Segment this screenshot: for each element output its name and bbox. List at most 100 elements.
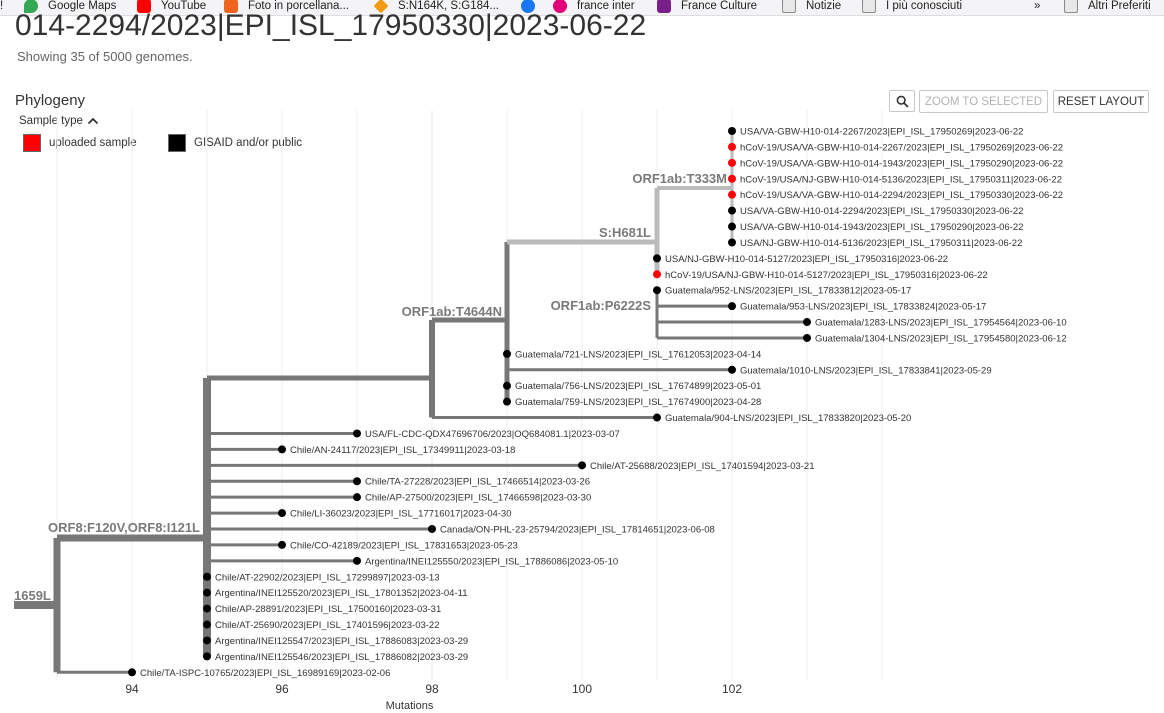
bookmark-label: france inter — [577, 0, 635, 12]
tip-label: Chile/AN-24117/2023|EPI_ISL_17349911|202… — [290, 445, 515, 456]
folder-icon — [862, 0, 876, 13]
tip-label: Chile/AT-25690/2023|EPI_ISL_17401596|202… — [215, 620, 440, 631]
legend-toggle[interactable]: Sample type — [19, 115, 99, 127]
branch-label: S:H681L — [599, 225, 651, 240]
bookmark-google-maps[interactable]: Google Maps — [24, 0, 116, 14]
page-title: 014-2294/2023|EPI_ISL_17950330|2023-06-2… — [15, 9, 647, 42]
bookmark-spike-mutations[interactable]: S:N164K, S:G184... — [373, 0, 500, 14]
tip-label: USA/VA-GBW-H10-014-2267/2023|EPI_ISL_179… — [740, 127, 1023, 138]
phylogeny-tree[interactable]: USA/VA-GBW-H10-014-2267/2023|EPI_ISL_179… — [0, 110, 1164, 713]
tip-label: USA/VA-GBW-H10-014-1943/2023|EPI_ISL_179… — [740, 222, 1023, 233]
chevron-up-icon — [87, 117, 99, 125]
tip-label: Guatemala/759-LNS/2023|EPI_ISL_17674900|… — [515, 397, 761, 408]
phylogeny-title: Phylogeny — [15, 92, 86, 109]
bookmarks-overflow-button[interactable]: » — [1034, 0, 1040, 14]
axis-tick-label: 98 — [425, 682, 439, 696]
tip-node — [203, 636, 211, 645]
facebook-icon — [521, 0, 535, 13]
bookmark-label: S:N164K, S:G184... — [398, 0, 500, 12]
tip-label: Guatemala/953-LNS/2023|EPI_ISL_17833824|… — [740, 302, 986, 313]
bookmark-label: Foto in porcellana... — [248, 0, 350, 12]
tip-label: Chile/TA-ISPC-10765/2023|EPI_ISL_1698916… — [140, 668, 390, 679]
tip-label: Guatemala/756-LNS/2023|EPI_ISL_17674899|… — [515, 381, 761, 392]
branch-label: ORF8:F120V,ORF8:I121L — [48, 520, 200, 535]
tip-label: USA/FL-CDC-QDX47696706/2023|OQ684081.1|2… — [365, 429, 620, 440]
tip-node — [728, 142, 736, 151]
bookmark-youtube[interactable]: YouTube — [137, 0, 206, 14]
branch-label: ORF1ab:T333M — [632, 171, 727, 186]
bookmark-folder-altri-preferiti[interactable]: Altri Preferiti — [1064, 0, 1151, 14]
tip-label: Guatemala/721-LNS/2023|EPI_ISL_17612053|… — [515, 349, 761, 360]
axis-tick-label: 96 — [275, 682, 289, 696]
tip-node — [203, 604, 211, 613]
tip-node — [653, 286, 661, 295]
zoom-to-selected-button[interactable]: ZOOM TO SELECTED — [919, 90, 1048, 113]
bookmark-folder-piu-conosciuti[interactable]: I più conosciuti — [862, 0, 962, 14]
tip-node — [503, 381, 511, 390]
legend-swatch — [23, 134, 41, 152]
youtube-icon — [137, 0, 151, 13]
tip-node — [203, 572, 211, 581]
tip-node — [728, 158, 736, 167]
etsy-icon — [224, 0, 238, 13]
tip-node — [728, 174, 736, 183]
tip-node — [728, 302, 736, 311]
tip-node — [728, 127, 736, 135]
bookmark-folder-notizie[interactable]: Notizie — [782, 0, 841, 14]
tip-node — [728, 190, 736, 199]
google-maps-icon — [24, 0, 38, 13]
tip-label: Canada/ON-PHL-23-25794/2023|EPI_ISL_1781… — [440, 525, 715, 536]
legend-title: Sample type — [19, 115, 83, 127]
axis-tick-label: 100 — [572, 682, 592, 696]
bookmark-france-culture[interactable]: France Culture — [657, 0, 757, 14]
tip-node — [803, 333, 811, 342]
tip-node — [353, 429, 361, 438]
bookmark-france-inter[interactable]: france inter — [553, 0, 635, 14]
tip-label: Chile/AT-25688/2023|EPI_ISL_17401594|202… — [590, 461, 815, 472]
tip-node — [578, 461, 586, 470]
tip-node — [353, 477, 361, 486]
tip-label: USA/VA-GBW-H10-014-2294/2023|EPI_ISL_179… — [740, 206, 1023, 217]
tip-node — [503, 397, 511, 406]
tip-node — [278, 509, 286, 518]
legend-label: uploaded sample — [49, 137, 137, 149]
tip-label: Chile/AP-27500/2023|EPI_ISL_17466598|202… — [365, 493, 591, 504]
tip-label: Chile/AT-22902/2023|EPI_ISL_17299897|202… — [215, 572, 440, 583]
tip-node — [653, 413, 661, 422]
folder-icon — [782, 0, 796, 13]
bookmark-label: ! — [0, 0, 4, 12]
tip-node — [653, 270, 661, 279]
tip-label: hCoV-19/USA/VA-GBW-H10-014-1943/2023|EPI… — [740, 158, 1063, 169]
bookmark-facebook[interactable] — [521, 0, 545, 14]
reset-layout-button[interactable]: RESET LAYOUT — [1053, 90, 1149, 113]
branch-label: ORF1ab:T4644N — [402, 304, 502, 319]
bookmark-foto-porcellana[interactable]: Foto in porcellana... — [224, 0, 349, 14]
tip-node — [278, 445, 286, 454]
axis-tick-label: 102 — [722, 682, 742, 696]
tip-label: Chile/AP-28891/2023|EPI_ISL_17500160|202… — [215, 604, 441, 615]
tip-node — [278, 540, 286, 549]
search-button[interactable] — [889, 90, 915, 112]
tip-node — [353, 556, 361, 565]
tip-node — [728, 206, 736, 215]
tip-node — [803, 318, 811, 327]
bookmark-overflow-left[interactable]: ! — [0, 0, 3, 14]
tip-label: Chile/CO-42189/2023|EPI_ISL_17831653|202… — [290, 540, 518, 551]
legend-item-uploaded[interactable]: uploaded sample — [23, 134, 137, 152]
tip-label: Argentina/INEI125520/2023|EPI_ISL_178013… — [215, 588, 468, 599]
tip-node — [728, 365, 736, 374]
tip-label: USA/NJ-GBW-H10-014-5136/2023|EPI_ISL_179… — [740, 238, 1022, 249]
folder-icon — [1064, 0, 1078, 13]
tip-node — [203, 652, 211, 661]
branch-label: 1659L — [14, 588, 51, 603]
bookmark-label: YouTube — [161, 0, 207, 12]
chevron-double-right-icon: » — [1034, 0, 1041, 12]
tip-label: Chile/TA-27228/2023|EPI_ISL_17466514|202… — [365, 477, 590, 488]
legend-item-public[interactable]: GISAID and/or public — [168, 134, 302, 152]
tip-node — [728, 222, 736, 231]
tip-node — [653, 254, 661, 263]
axis-title: Mutations — [386, 700, 434, 712]
tip-node — [728, 238, 736, 247]
france-culture-icon — [657, 0, 671, 13]
tip-label: hCoV-19/USA/NJ-GBW-H10-014-5127/2023|EPI… — [665, 270, 988, 281]
